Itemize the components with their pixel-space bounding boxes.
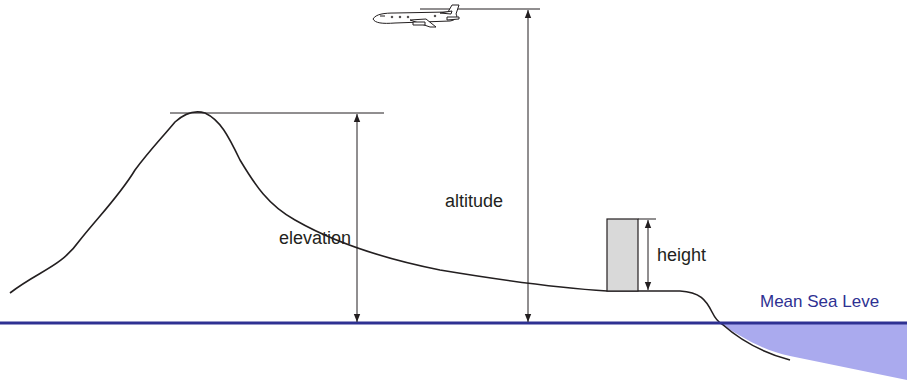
reference-line: [638, 219, 656, 220]
dimension-arrow: [357, 114, 358, 322]
dimension-arrow: [528, 10, 529, 322]
dimension-arrow: [648, 220, 649, 290]
sea-level-line: [0, 322, 907, 325]
reference-line: [170, 113, 384, 114]
water: [718, 323, 907, 380]
dimension-label: height: [657, 246, 706, 266]
dimension-label: altitude: [445, 192, 503, 212]
reference-line: [420, 9, 540, 10]
building: [607, 219, 638, 291]
dimension-label: elevation: [279, 229, 351, 249]
airplane: [373, 5, 459, 27]
sea-level-label: Mean Sea Leve: [760, 293, 879, 312]
